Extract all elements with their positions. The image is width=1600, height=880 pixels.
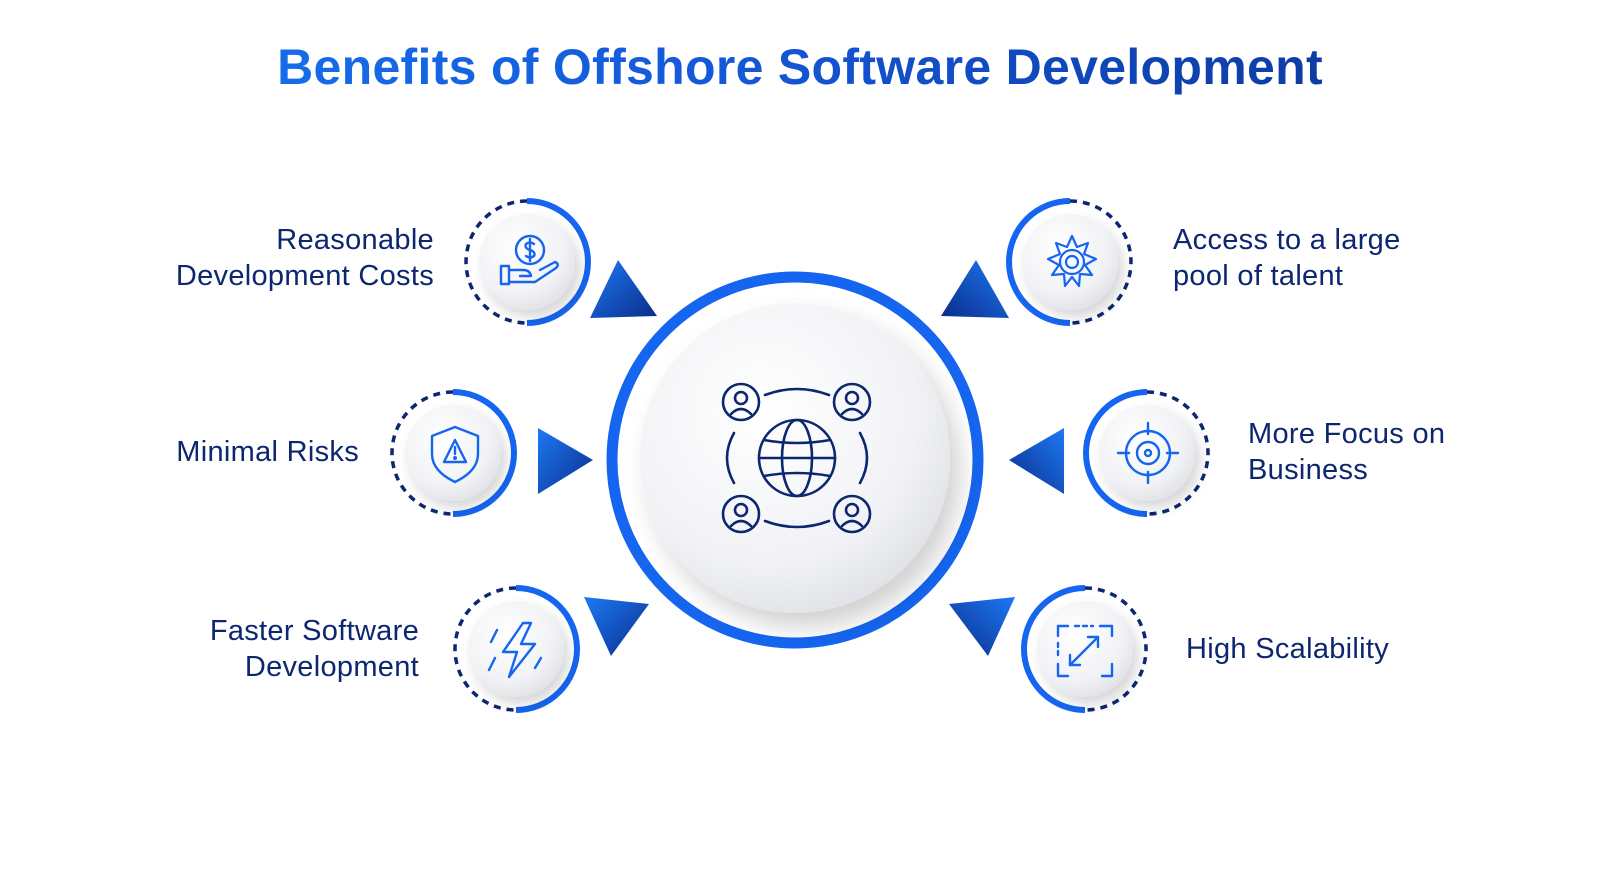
benefit-node-1 xyxy=(464,198,591,326)
arrow-3 xyxy=(584,597,649,656)
expand-arrows-icon xyxy=(1056,624,1114,678)
sun-burst-icon xyxy=(1046,234,1098,288)
arrow-1 xyxy=(590,260,657,318)
benefit-node-2 xyxy=(390,389,517,517)
global-team-network-icon xyxy=(721,382,872,534)
benefit-label-6: High Scalability xyxy=(1186,633,1390,665)
hand-coin-icon xyxy=(499,234,559,286)
arrow-2 xyxy=(538,428,593,494)
benefit-node-5 xyxy=(1083,389,1210,517)
arrow-5 xyxy=(1009,428,1064,494)
arrow-6 xyxy=(949,597,1015,656)
center-hub xyxy=(606,271,984,649)
page-title: Benefits of Offshore Software Developmen… xyxy=(0,38,1600,96)
lightning-icon xyxy=(487,621,543,679)
benefit-node-4 xyxy=(1006,198,1133,326)
benefit-label-2: Minimal Risks xyxy=(176,436,359,468)
target-icon xyxy=(1116,421,1180,485)
arrow-4 xyxy=(941,260,1009,318)
benefit-node-3 xyxy=(453,585,580,713)
shield-warning-icon xyxy=(430,425,480,484)
benefit-node-6 xyxy=(1021,585,1148,713)
